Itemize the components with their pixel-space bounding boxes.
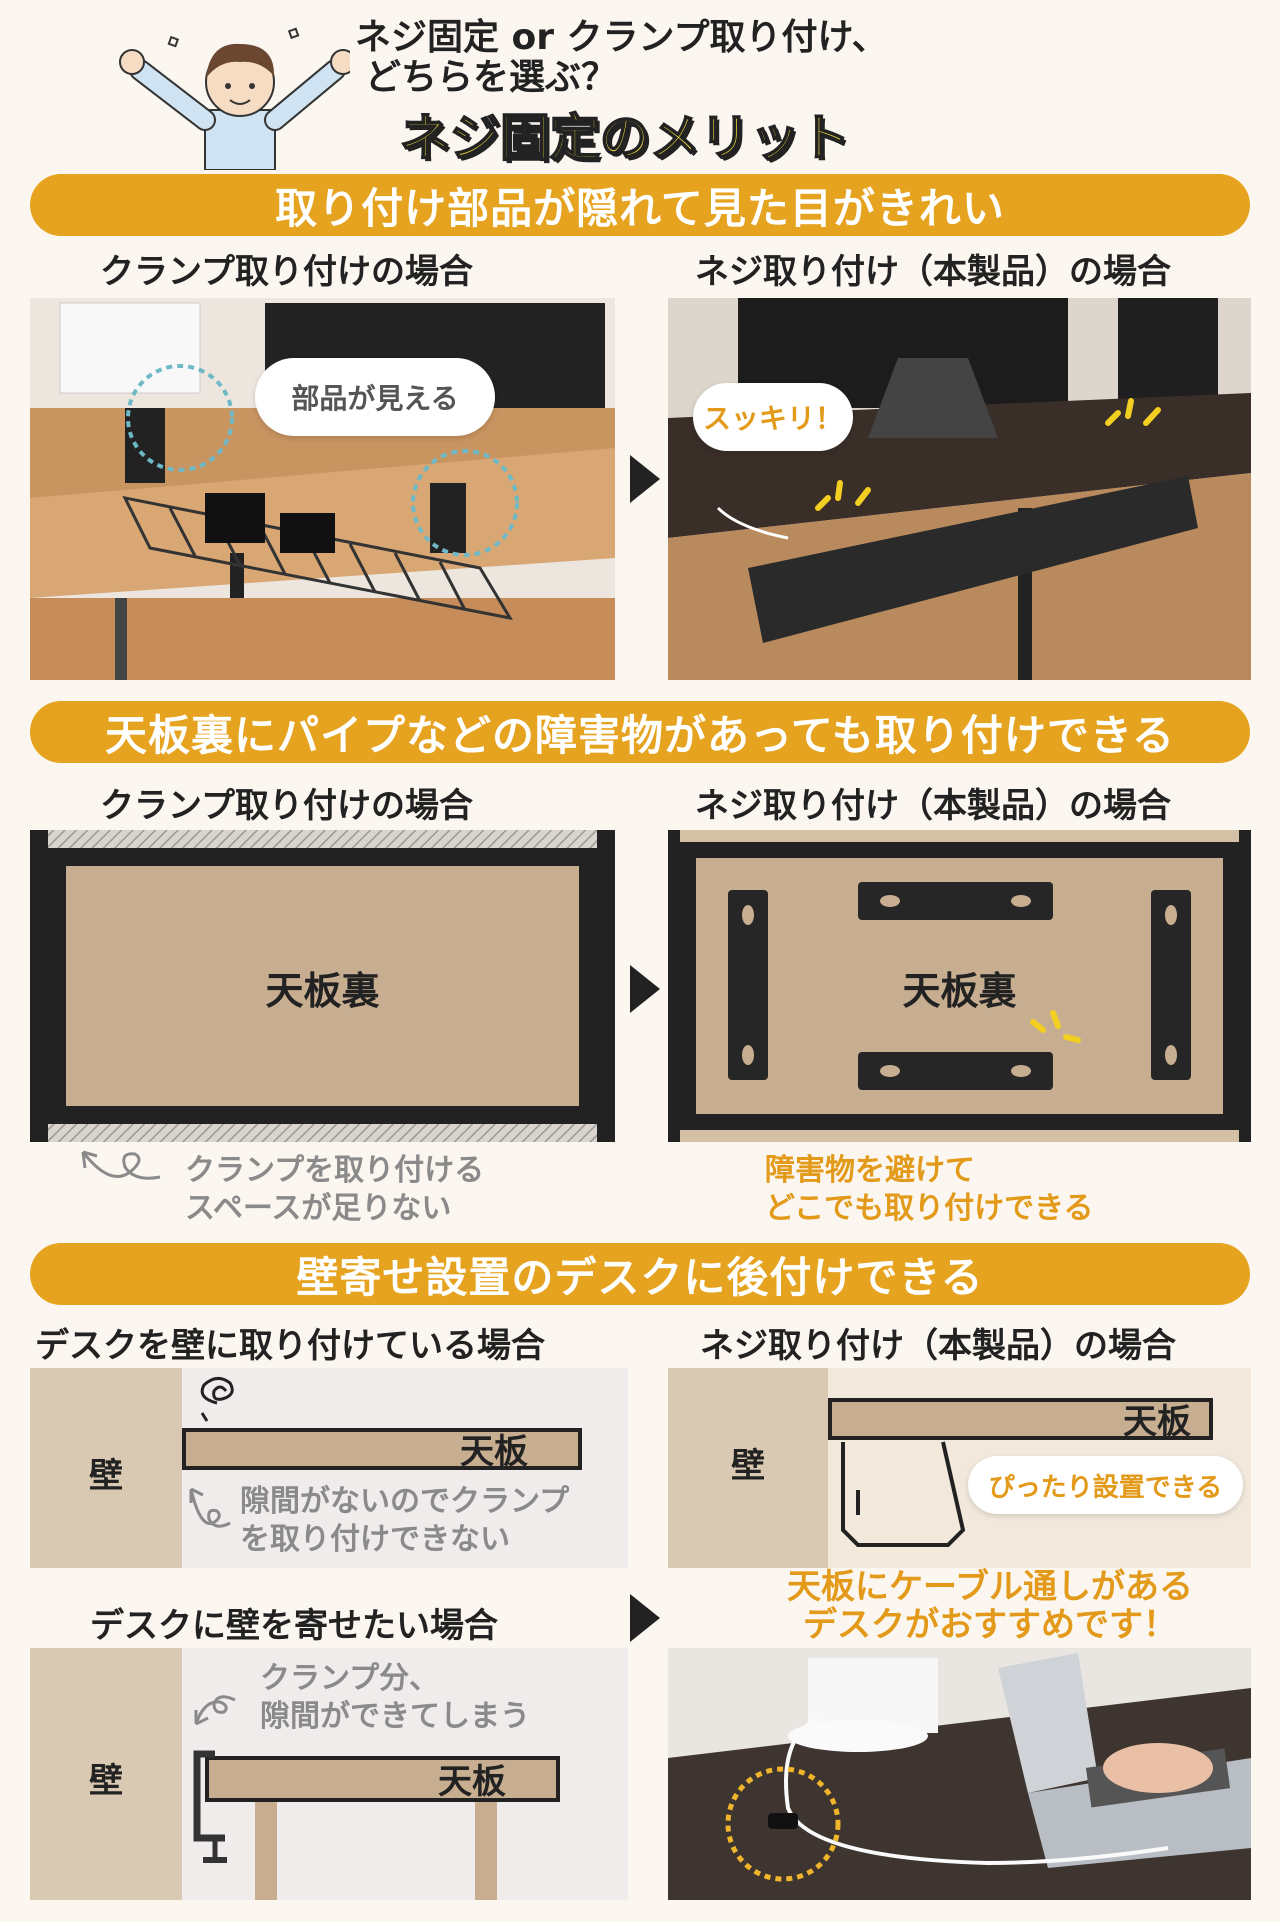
parts-visible-bubble: 部品が見える	[255, 358, 495, 436]
section2-banner: 天板裏にパイプなどの障害物があっても取り付けできる	[30, 701, 1250, 763]
screw-underside-diagram: 天板裏	[668, 830, 1251, 1142]
gap-note: クランプ分、 隙間ができてしまう	[260, 1660, 530, 1736]
left-board-label: 天板裏	[265, 969, 380, 1013]
cable-tray-profile	[841, 1441, 966, 1547]
desk-board-label: 天板	[1123, 1402, 1191, 1442]
gap-note-line2: 隙間ができてしまう	[260, 1699, 530, 1734]
right-board-label: 天板裏	[902, 969, 1017, 1013]
arrow-right-icon	[630, 455, 660, 503]
brackets-diagram	[668, 830, 1251, 1142]
desk-leg	[255, 1802, 277, 1900]
confused-scribble-icon	[200, 1377, 234, 1422]
wall	[30, 1368, 182, 1568]
recommendation-note-line2: デスクがおすすめです！	[803, 1605, 1177, 1645]
no-gap-note-line2: を取り付けできない	[240, 1522, 510, 1557]
screw-mount-illustration	[668, 298, 1251, 680]
curl-arrow-icon	[81, 1150, 161, 1180]
wall-label: 壁	[89, 1456, 123, 1496]
header-question-line2: どちらを選ぶ？	[365, 57, 618, 98]
clamp-icon	[193, 1750, 227, 1863]
cable-hole-desk-photo	[668, 1648, 1251, 1900]
move-to-wall-heading: デスクに壁を寄せたい場合	[90, 1606, 498, 1646]
gap-note-line1: クランプ分、	[260, 1661, 440, 1696]
section3-banner: 壁寄せ設置のデスクに後付けできる	[30, 1243, 1250, 1305]
page-title: ネジ固定のメリット	[399, 108, 851, 168]
section2-left-heading: クランプ取り付けの場合	[100, 786, 473, 826]
header-question: ネジ固定 or クランプ取り付け、 どちらを選ぶ？	[355, 18, 888, 98]
screw-mount-photo: スッキリ！	[668, 298, 1251, 680]
recommendation-note: 天板にケーブル通しがある デスクがおすすめです！	[770, 1568, 1210, 1644]
wall-label: 壁	[731, 1446, 765, 1486]
desk-board	[182, 1428, 582, 1470]
clamp-space-note: クランプを取り付ける スペースが足りない	[185, 1152, 484, 1228]
wall	[30, 1648, 182, 1900]
clamp-mount-photo: 部品が見える	[30, 298, 615, 680]
section1-right-heading: ネジ取り付け（本製品）の場合	[695, 252, 1171, 292]
no-gap-note-line1: 隙間がないのでクランプ	[240, 1484, 570, 1519]
wall-mounted-heading: デスクを壁に取り付けている場合	[35, 1326, 545, 1366]
desk-board-label: 天板	[438, 1762, 506, 1802]
arrow-right-icon	[630, 1594, 660, 1642]
desk-board	[828, 1398, 1213, 1440]
clamp-space-note-line2: スペースが足りない	[185, 1191, 452, 1226]
curl-arrow-icon	[189, 1487, 231, 1528]
section2-right-heading: ネジ取り付け（本製品）の場合	[695, 786, 1171, 826]
desk-board-label: 天板	[460, 1432, 528, 1472]
desk-frame-diagram	[30, 830, 615, 1142]
header-question-line1: ネジ固定 or クランプ取り付け、	[355, 17, 888, 58]
avoid-obstacle-note: 障害物を避けて どこでも取り付けできる	[765, 1152, 1094, 1228]
wall	[668, 1368, 828, 1568]
person-illustration	[119, 27, 350, 170]
wall-label: 壁	[89, 1761, 123, 1801]
wall-mounted-diagram: 壁 天板 隙間がないのでクランプ を取り付けできない	[30, 1368, 628, 1568]
clamp-gap-diagram: 壁 天板 クランプ分、 隙間ができてしまう	[30, 1648, 628, 1900]
curl-arrow-icon	[194, 1695, 236, 1726]
clean-bubble: スッキリ！	[693, 383, 853, 451]
section3-right-heading: ネジ取り付け（本製品）の場合	[700, 1326, 1176, 1366]
fits-bubble: ぴったり設置できる	[968, 1456, 1243, 1514]
clamp-space-note-line1: クランプを取り付ける	[185, 1153, 485, 1188]
no-gap-note: 隙間がないのでクランプ を取り付けできない	[240, 1483, 569, 1559]
clamp-underside-diagram: 天板裏	[30, 830, 615, 1142]
arrow-right-icon	[630, 965, 660, 1013]
desk-board	[205, 1756, 560, 1802]
clamp-mount-illustration	[30, 298, 615, 680]
avoid-obstacle-note-line1: 障害物を避けて	[765, 1153, 975, 1188]
desk-leg	[475, 1802, 497, 1900]
section1-left-heading: クランプ取り付けの場合	[100, 252, 473, 292]
recommendation-note-line1: 天板にケーブル通しがある	[787, 1567, 1193, 1607]
section1-banner: 取り付け部品が隠れて見た目がきれい	[30, 174, 1250, 236]
cable-hole-desk-illustration	[668, 1648, 1251, 1900]
avoid-obstacle-note-line2: どこでも取り付けできる	[765, 1191, 1094, 1226]
screw-wall-diagram: 壁 天板 ぴったり設置できる	[668, 1368, 1251, 1568]
